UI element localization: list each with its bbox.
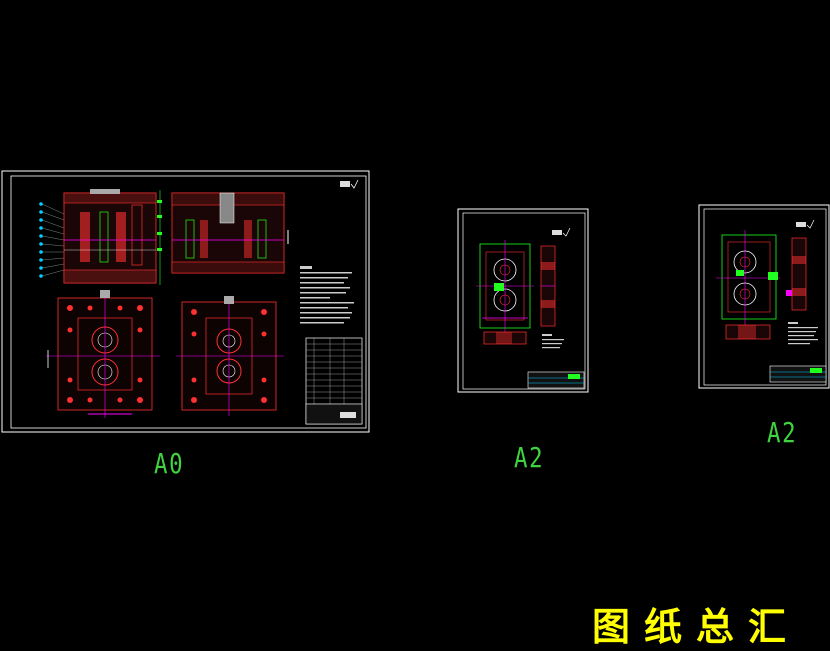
core-detail-section [725, 324, 771, 340]
core-side-view [786, 237, 807, 311]
part-balloons-left [39, 202, 43, 278]
technical-notes-block [542, 334, 564, 349]
front-section-view [63, 189, 162, 285]
sheet-label-a0: A0 [154, 447, 185, 480]
leader-lines-left [41, 203, 65, 277]
sheet-a2-first-outer-frame [457, 208, 589, 393]
technical-notes-block [300, 266, 354, 324]
title-block [769, 365, 827, 383]
cavity-detail-section [483, 331, 527, 345]
roughness-symbol [552, 227, 571, 237]
sheet-a0-outer-frame [1, 170, 370, 433]
fixed-half-plan-view [176, 296, 284, 416]
sheet-a0 [1, 170, 370, 433]
roughness-symbol [340, 179, 359, 189]
sheet-a0-inner-frame [10, 175, 367, 429]
bill-of-materials-table [305, 337, 363, 425]
side-section-view [171, 192, 289, 274]
roughness-symbol [796, 219, 815, 229]
sheet-a2-first-inner-frame [462, 212, 586, 390]
sheet-label-a2-second: A2 [767, 416, 798, 449]
technical-notes-block [788, 322, 818, 345]
sheet-a2-first [457, 208, 589, 393]
cavity-plate-view [476, 240, 534, 334]
cavity-side-view [540, 245, 556, 327]
sheet-a2-second-inner-frame [703, 208, 827, 386]
sheet-a2-second [698, 204, 830, 389]
sheet-a2-second-outer-frame [698, 204, 830, 389]
title-block [527, 371, 585, 389]
sheet-label-a2-first: A2 [514, 441, 545, 474]
moving-half-plan-view [46, 290, 160, 418]
drawing-summary-title: 图纸总汇 [592, 605, 801, 649]
core-plate-view [716, 230, 780, 326]
